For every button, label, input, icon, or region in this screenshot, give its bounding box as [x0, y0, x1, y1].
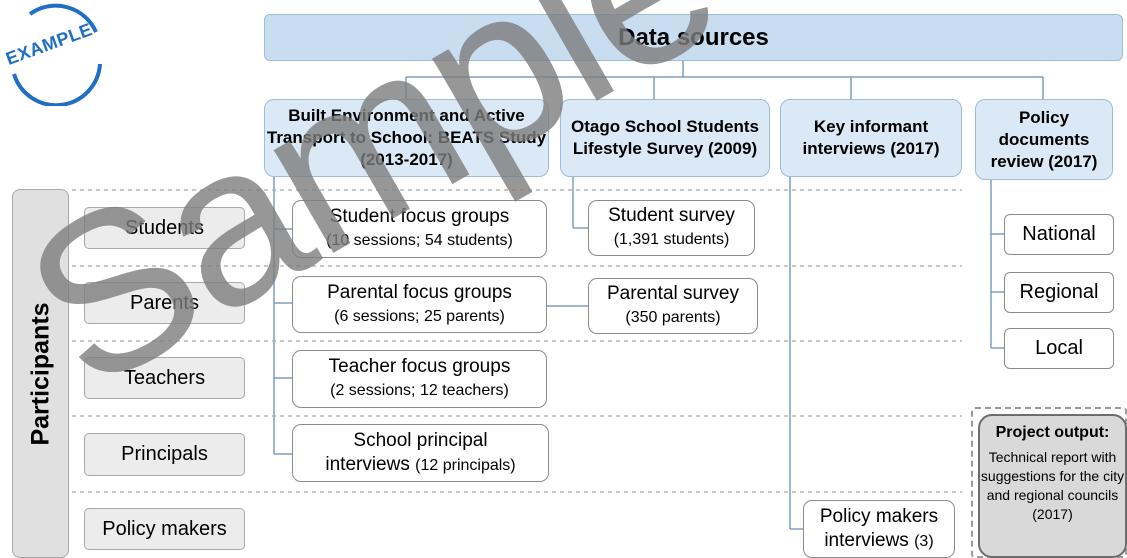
project-output-box: Project output: Technical report with su…: [978, 414, 1127, 558]
level-regional: Regional: [1004, 272, 1114, 313]
participant-students: Students: [84, 207, 245, 249]
source-beats: Built Environment and Active Transport t…: [264, 99, 549, 177]
participant-principals: Principals: [84, 433, 245, 476]
participants-sidebar: Participants: [12, 189, 69, 558]
project-output-text: Technical report with suggestions for th…: [980, 449, 1125, 522]
principal-interviews-box: School principal interviews (12 principa…: [292, 424, 549, 482]
parental-focus-groups-title: Parental focus groups: [327, 281, 512, 303]
principal-interviews-detail: (12 principals): [415, 456, 516, 474]
policy-makers-interviews-label: interviews: [824, 529, 909, 551]
policy-makers-interviews-detail: (3): [914, 532, 934, 550]
student-survey-detail: (1,391 students): [613, 231, 730, 248]
teacher-focus-groups-title: Teacher focus groups: [328, 356, 511, 377]
policy-makers-interviews-title: Policy makers: [819, 505, 939, 527]
principal-interviews-label: interviews: [325, 453, 410, 475]
parental-survey-title: Parental survey: [606, 283, 739, 304]
participant-policy-makers: Policy makers: [84, 508, 245, 550]
policy-makers-interviews-box: Policy makers interviews (3): [803, 500, 955, 558]
project-output-title: Project output:: [995, 424, 1110, 441]
principal-interviews-title: School principal: [353, 429, 488, 451]
participants-label: Participants: [26, 301, 54, 446]
parental-focus-groups-box: Parental focus groups (6 sessions; 25 pa…: [292, 276, 547, 333]
stamp-ring-icon: [12, 3, 102, 108]
teacher-focus-groups-detail: (2 sessions; 12 teachers): [330, 382, 509, 399]
student-focus-groups-box: Student focus groups (10 sessions; 54 st…: [292, 200, 547, 258]
teacher-focus-groups-box: Teacher focus groups (2 sessions; 12 tea…: [292, 350, 547, 408]
level-local: Local: [1004, 328, 1114, 369]
example-stamp: EXAMPLE: [0, 2, 110, 108]
student-focus-groups-title: Student focus groups: [329, 206, 510, 227]
participant-parents: Parents: [84, 282, 245, 324]
student-focus-groups-detail: (10 sessions; 54 students): [326, 232, 513, 249]
student-survey-title: Student survey: [608, 205, 735, 226]
data-sources-title: Data sources: [264, 14, 1123, 61]
source-policy-review: Policy documents review (2017): [975, 99, 1113, 180]
parental-focus-groups-detail: (6 sessions; 25 parents): [334, 307, 505, 325]
level-national: National: [1004, 214, 1114, 255]
source-otago-survey: Otago School Students Lifestyle Survey (…: [560, 99, 770, 177]
parental-survey-box: Parental survey (350 parents): [588, 278, 758, 334]
participant-teachers: Teachers: [84, 357, 245, 399]
student-survey-box: Student survey (1,391 students): [588, 200, 755, 256]
parental-survey-detail: (350 parents): [625, 309, 721, 326]
source-key-informant: Key informant interviews (2017): [780, 99, 962, 177]
